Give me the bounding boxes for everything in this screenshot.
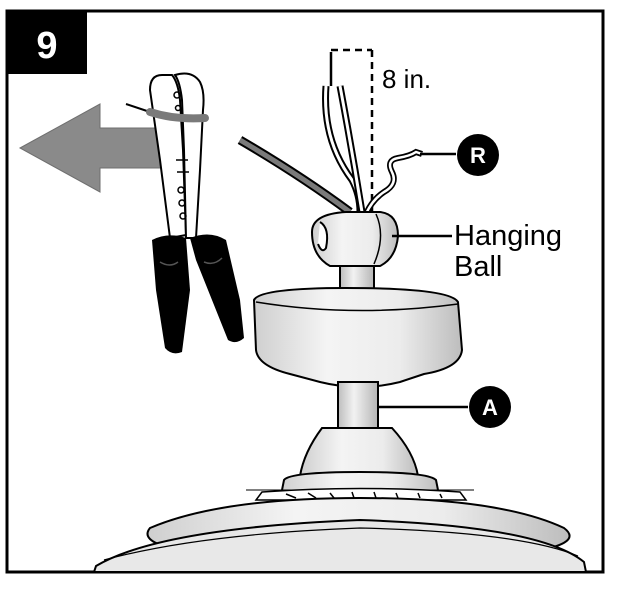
hanging-ball-label-line2: Ball [454,251,502,283]
supply-wires [237,52,366,216]
callout-a-badge [469,386,511,428]
callout-r-badge [457,134,499,176]
downrod [337,381,379,429]
callout-a-letter: A [482,395,498,420]
fan-motor-housing-icon [92,427,588,573]
dimension-label: 8 in. [382,64,431,94]
callout-r-letter: R [470,143,486,168]
fan-upper-housing [252,286,464,388]
step-number: 9 [36,25,57,67]
step-number-badge [8,12,87,74]
dimension-bracket [331,48,374,212]
hanging-ball-label-line1: Hanging [454,220,562,252]
wire-stripper-icon [125,72,244,354]
